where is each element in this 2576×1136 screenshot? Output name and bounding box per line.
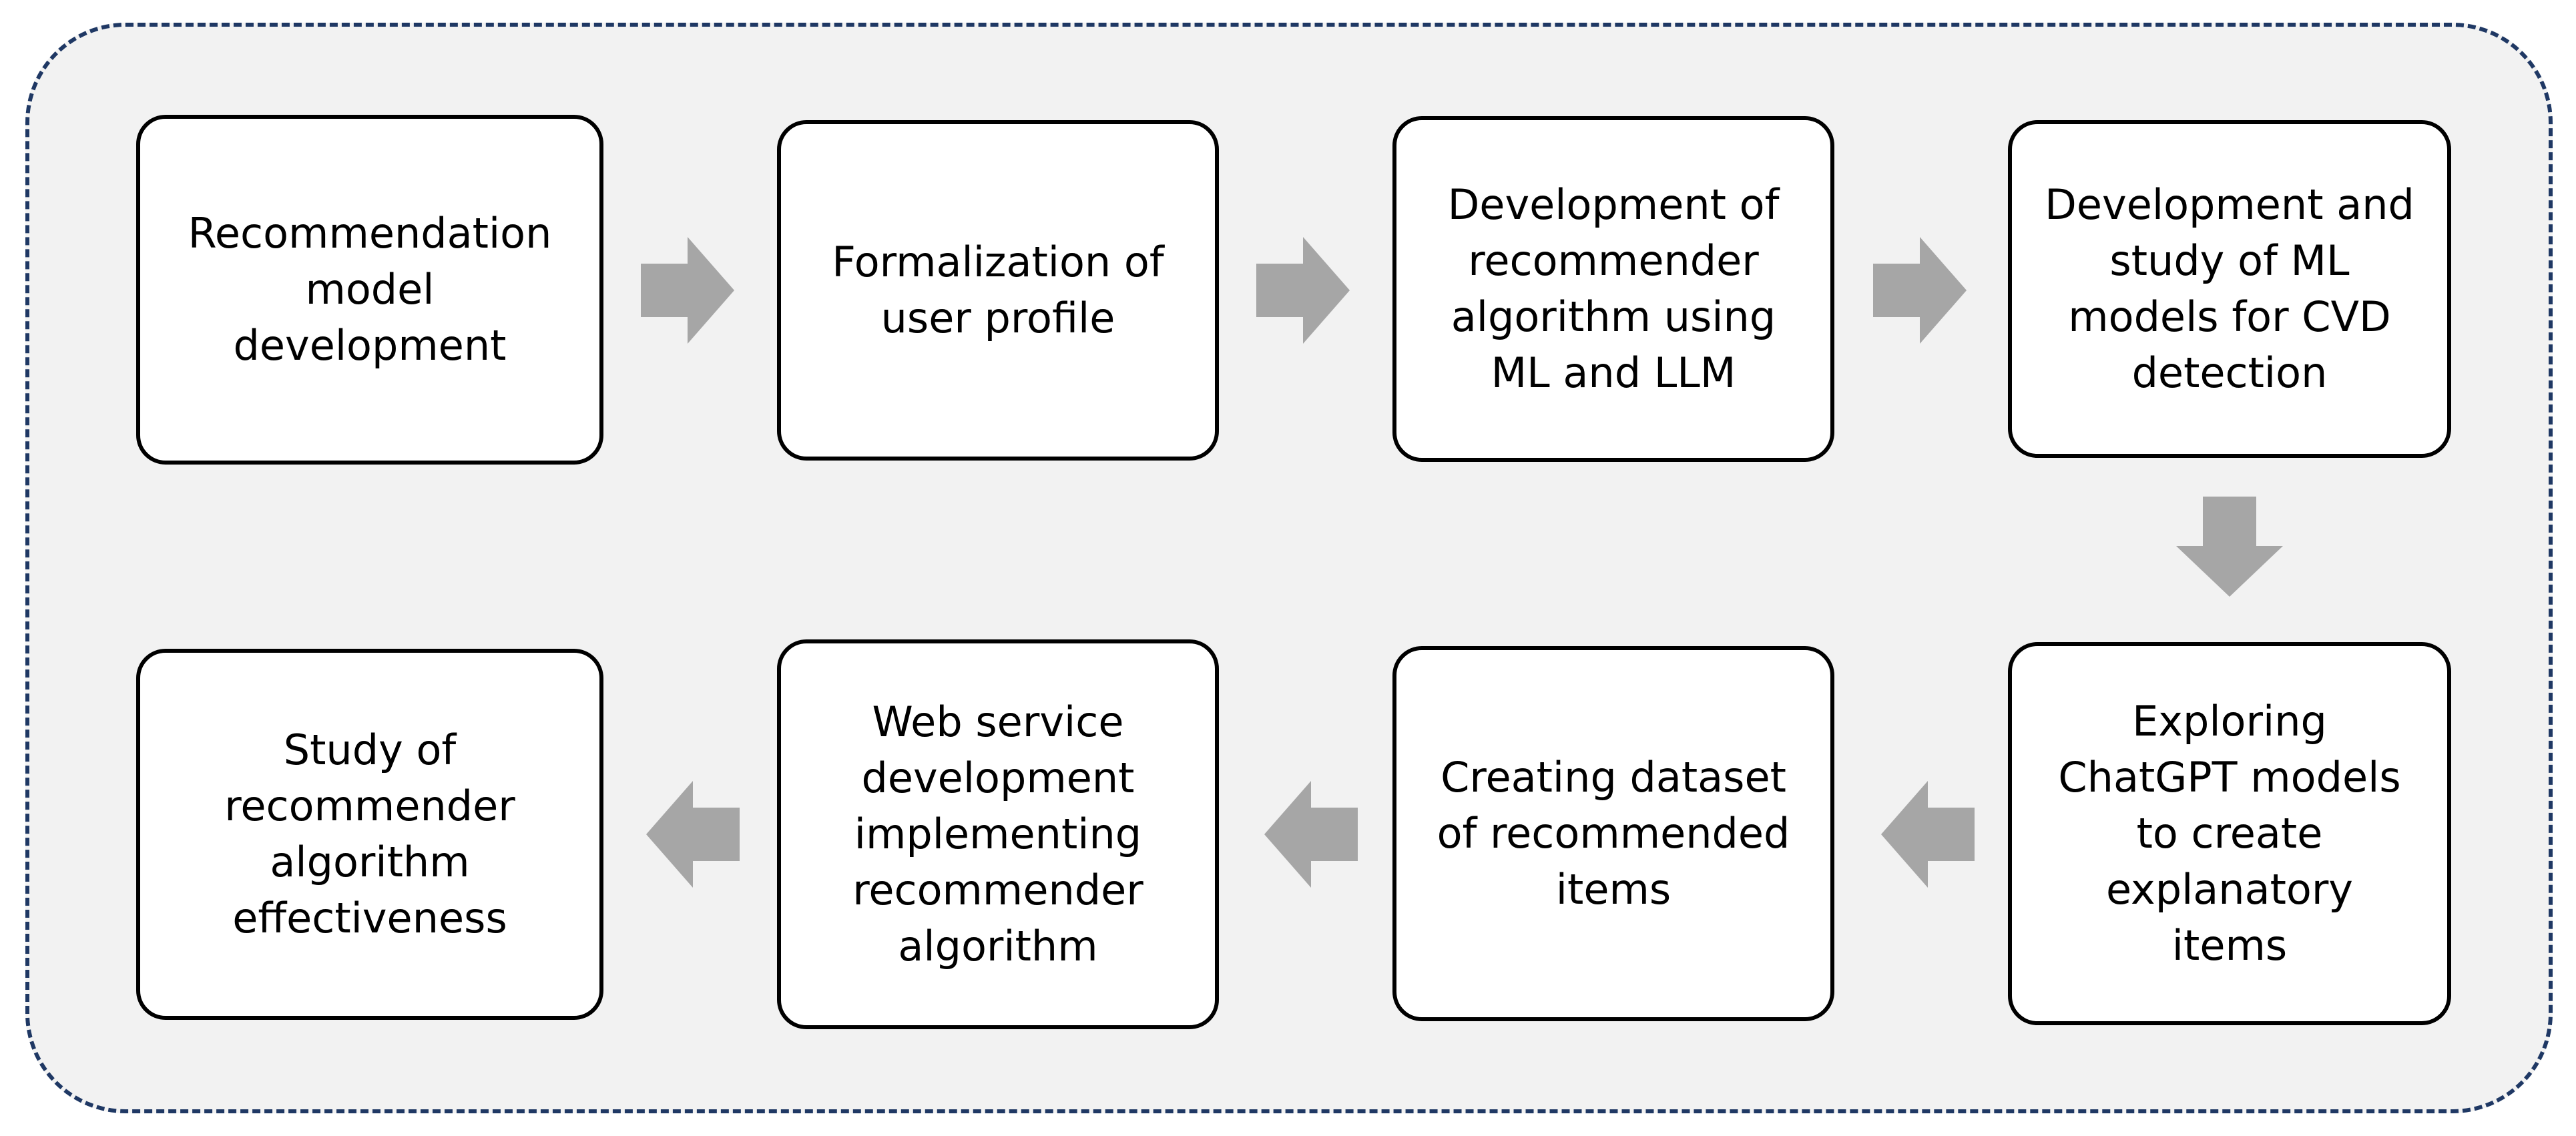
step-3-box: Development of recommender algorithm usi… [1392,116,1834,462]
step-4-box: Development and study of ML models for C… [2008,120,2451,458]
arrow-right-1-to-2 [641,237,734,344]
arrow-down-4-to-5 [2176,497,2283,597]
arrow-right-3-to-4 [1873,237,1967,344]
step-5-box: Exploring ChatGPT models to create expla… [2008,642,2451,1025]
arrow-right-2-to-3 [1256,237,1350,344]
step-6-label: Creating dataset of recommended items [1437,753,1790,914]
step-1-box: Recommendation model development [136,115,603,465]
step-2-box: Formalization of user profile [777,120,1219,461]
step-2-label: Formalization of user profile [832,238,1164,342]
step-4-label: Development and study of ML models for C… [2045,180,2414,397]
step-5-label: Exploring ChatGPT models to create expla… [2058,697,2401,970]
arrow-left-6-to-7 [1264,781,1358,888]
step-6-box: Creating dataset of recommended items [1392,646,1834,1021]
step-3-label: Development of recommender algorithm usi… [1447,180,1780,397]
arrow-left-7-to-8 [646,781,740,888]
step-8-box: Study of recommender algorithm effective… [136,649,603,1020]
step-1-label: Recommendation model development [188,209,552,370]
step-7-box: Web service development implementing rec… [777,639,1219,1029]
arrow-left-5-to-6 [1881,781,1975,888]
step-8-label: Study of recommender algorithm effective… [224,726,515,942]
step-7-label: Web service development implementing rec… [852,697,1143,970]
